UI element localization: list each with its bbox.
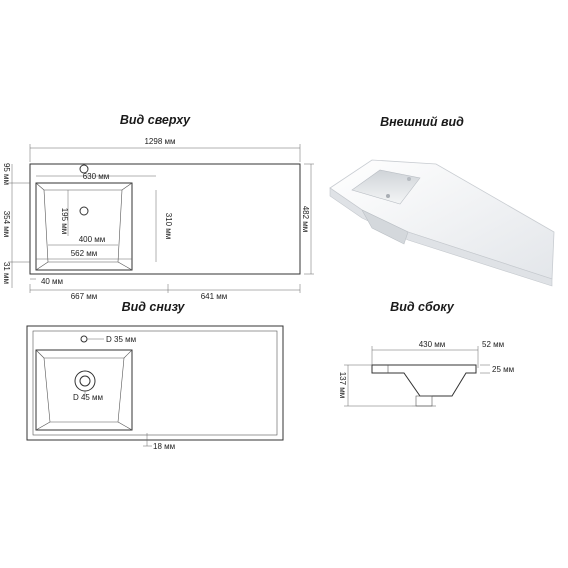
basin-edge [121,182,133,191]
dim-side-length: 430 мм [419,340,446,349]
bottom-basin-inner [43,357,125,423]
dim-left-offset: 40 мм [41,277,63,286]
outer-basin [351,169,421,205]
dim-basin-width: 562 мм [71,249,98,258]
dim-side-height: 137 мм [338,372,347,399]
basin-edge [117,421,133,431]
bottom-view: Вид снизу D 35 мм D 45 мм 18 мм [26,300,284,451]
bottom-view-title: Вид снизу [122,300,186,314]
dim-side-slab: 25 мм [492,365,514,374]
dim-edge: 18 мм [153,442,175,451]
dim-faucet-hole: D 35 мм [106,335,136,344]
basin-edge [123,349,133,359]
faucet-hole [79,164,89,174]
outer-drain-hole [386,194,390,198]
side-view-title: Вид сбоку [390,300,455,314]
side-view: Вид сбоку 430 мм 52 мм 25 мм 137 мм [338,300,514,407]
outer-slab-top [329,159,555,280]
bottom-drain-inner [79,375,91,387]
outer-basin-underbody [361,209,409,245]
dim-right-part: 641 мм [201,292,228,301]
dim-drain-hole: D 45 мм [73,393,103,402]
dim-basin-height: 354 мм [2,211,11,238]
dim-top-margin: 95 мм [2,163,11,185]
dim-bottom-margin: 31 мм [2,262,11,284]
dim-basin-depth-offset: 195 мм [60,208,69,235]
dim-basin-inner-height: 310 мм [164,213,173,240]
bottom-drain-outer [74,370,96,392]
basin-edge [117,261,133,271]
dim-side-edge: 52 мм [482,340,504,349]
dim-total-height: 482 мм [301,206,310,233]
basin-edge [35,421,51,431]
outer-view: Внешний вид [329,115,555,287]
countertop-outline [29,163,301,275]
bottom-countertop-outline [26,325,284,441]
basin-edge [35,349,45,359]
basin-outline [35,182,133,271]
outer-faucet-hole [407,177,411,181]
dim-basin-top: 630 мм [83,172,110,181]
drain-hole [79,206,89,216]
side-drain-pipe [415,395,433,407]
dim-basin-bottom: 400 мм [79,235,106,244]
bottom-edge-rim [32,330,278,436]
outer-view-title: Внешний вид [380,115,464,129]
dim-left-part: 667 мм [71,292,98,301]
top-view-title: Вид сверху [120,113,191,127]
basin-edge [35,261,49,271]
dim-total-width: 1298 мм [144,137,175,146]
top-view: Вид сверху 1298 мм 630 мм 310 мм 195 мм … [2,113,314,301]
basin-edge [35,182,45,191]
bottom-faucet-hole [80,335,88,343]
side-profile [371,364,477,397]
bottom-basin-outline [35,349,133,431]
